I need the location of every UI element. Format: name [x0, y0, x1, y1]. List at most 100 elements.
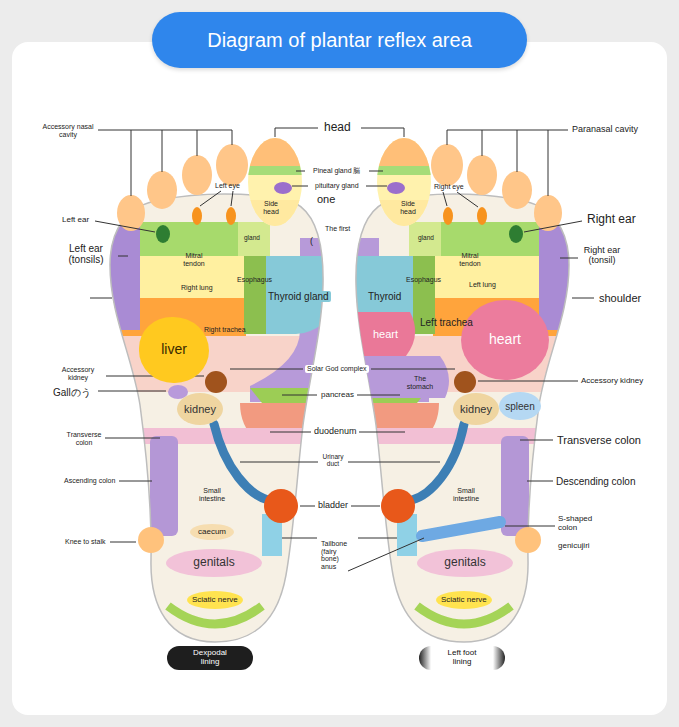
zone-label: Accessory kidney	[53, 366, 103, 381]
eye-dot	[192, 207, 202, 225]
zone-label: Right eye	[434, 183, 464, 191]
foot-outline	[110, 194, 323, 642]
leader-line	[524, 221, 582, 232]
zone-sciatic-yellow	[187, 591, 243, 609]
zone-label: Ascending colon	[64, 477, 115, 485]
bladder-zone	[264, 489, 298, 523]
node-text: spleen	[505, 401, 534, 412]
zone-label: duodenum	[314, 427, 357, 437]
spleen-region: spleen	[499, 392, 541, 420]
zone-label: Accessory nasal cavity	[37, 123, 99, 138]
leader-line	[240, 462, 440, 463]
toe	[216, 144, 248, 186]
zone-label: Transverse colon	[59, 431, 109, 446]
zone-colon-strip	[150, 436, 178, 536]
zone-label: Paranasal cavity	[572, 125, 638, 135]
zone-label: Side head	[258, 200, 284, 215]
zone-label: Left trachea	[420, 317, 473, 328]
zone-label: pancreas	[321, 391, 354, 400]
zone-label: Thyroid	[368, 291, 401, 302]
node-text: Left foot lining	[439, 649, 485, 667]
node-text: liver	[161, 342, 187, 357]
zone-label: Descending colon	[556, 476, 636, 487]
leader-line	[200, 191, 233, 206]
bracket	[447, 130, 568, 196]
zone-label: Left lung	[469, 281, 496, 289]
zone-label: Accessory kidney	[581, 377, 643, 386]
zone-label: Side head	[395, 200, 421, 215]
bracket	[98, 130, 232, 196]
zone-sciatic-green	[168, 606, 262, 624]
stomach-zone	[350, 356, 449, 398]
lining-pill: Left foot lining	[419, 646, 505, 670]
node-text: heart	[489, 332, 521, 347]
title-text: Diagram of plantar reflex area	[207, 29, 472, 52]
zone-label: gland	[244, 234, 260, 241]
zone-label: Right lung	[181, 284, 213, 292]
leader-line	[275, 128, 318, 137]
bladder-zone	[381, 489, 415, 523]
zone-label: Small intestine	[448, 487, 484, 502]
zone-label: caecum	[198, 528, 226, 537]
zone-label: Transverse colon	[557, 434, 641, 446]
node-text: kidney	[460, 403, 492, 415]
leader-line	[478, 381, 578, 382]
leader-line	[520, 440, 553, 441]
zone-label: Pineal gland 脳	[313, 167, 360, 175]
node-text: genitals	[193, 556, 234, 569]
node-text: kidney	[184, 403, 216, 415]
zone-label: Sciatic nerve	[441, 596, 487, 605]
leader-line	[572, 298, 594, 299]
right-foot	[344, 130, 579, 642]
card-background	[12, 42, 667, 715]
zone-label: heart	[373, 328, 398, 340]
zone-label: Thyroid gland	[266, 291, 331, 302]
eye-dot	[226, 207, 236, 225]
zone-label: Left ear (tonsils)	[55, 243, 117, 265]
zone-green	[128, 222, 240, 258]
caecum-zone	[190, 524, 234, 540]
leader-group	[90, 128, 594, 571]
leader-line	[348, 538, 424, 571]
zone-label: The first	[325, 225, 350, 233]
zone-label: Esophagus	[237, 276, 272, 284]
node-text: genitals	[444, 556, 485, 569]
zone-label: Urinary duct	[317, 453, 349, 467]
node-text: Dexpodal lining	[187, 649, 233, 667]
leader-line	[282, 538, 397, 539]
knee-zone	[138, 527, 164, 553]
leader-line	[527, 481, 553, 482]
zone-label: Mitral tendon	[179, 252, 209, 267]
title-pill: Diagram of plantar reflex area	[152, 12, 527, 68]
leader-line	[110, 542, 136, 543]
leader-line	[560, 258, 578, 259]
leader-line	[90, 298, 112, 299]
zone-label: The stomach	[403, 375, 437, 390]
zone-label: (	[310, 237, 313, 247]
zone-label: shoulder	[599, 292, 641, 304]
heart-region: heart	[461, 300, 549, 380]
heart-zone	[350, 312, 415, 356]
zone-label: Small intestine	[194, 487, 230, 502]
zone-label: Left ear	[62, 216, 89, 225]
zone-esophagus	[244, 256, 266, 334]
foot-common	[100, 130, 335, 642]
genitals-region: genitals	[166, 549, 262, 577]
zone-label: Left eye	[215, 182, 240, 190]
zone-label: Right ear (tonsil)	[576, 246, 628, 266]
kidney-region: kidney	[177, 393, 223, 425]
toe	[182, 155, 212, 195]
zone-label: genicujiri	[558, 542, 590, 551]
s-colon-zone	[422, 522, 500, 536]
pituitary-dot	[274, 182, 292, 194]
zone-label: bladder	[318, 501, 348, 511]
zone-label: Sciatic nerve	[192, 596, 238, 605]
zone-label: gland	[418, 234, 434, 241]
zone-label: Right trachea	[204, 326, 246, 334]
reflex-zones	[100, 215, 335, 624]
accessory-kidney-dot	[205, 371, 227, 393]
leader-line	[119, 481, 152, 482]
